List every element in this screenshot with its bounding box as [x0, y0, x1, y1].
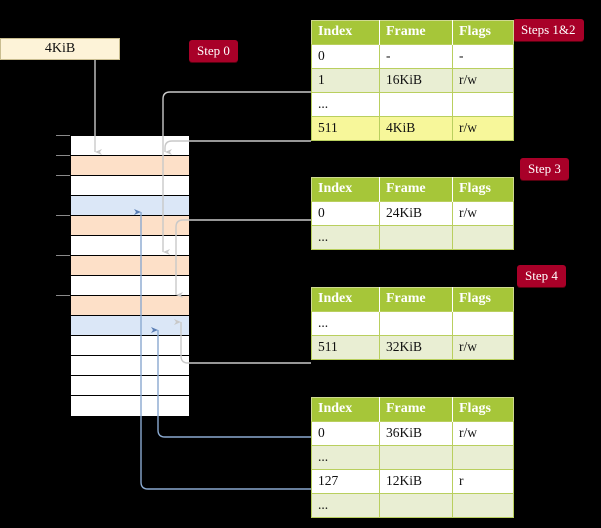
page-table-cell: r/w — [452, 201, 514, 226]
memory-frame-row — [70, 175, 190, 197]
page-table-cell: r — [452, 469, 514, 494]
page-table-cell: ... — [311, 445, 380, 470]
memory-frame-row — [70, 375, 190, 397]
page-table-cell: - — [452, 44, 514, 69]
page-table-cell — [452, 311, 514, 336]
page-table-cell: 12KiB — [379, 469, 453, 494]
page-table-cell: ... — [311, 311, 380, 336]
badge-steps-1-2-label: Steps 1&2 — [513, 19, 584, 41]
page-table-cell: 36KiB — [379, 421, 453, 446]
page-table-header-index: Index — [311, 20, 380, 45]
memory-tick-mark — [56, 295, 70, 296]
memory-frame-row — [70, 335, 190, 357]
memory-tick-mark — [56, 155, 70, 156]
memory-frame-row — [70, 395, 190, 417]
page-table-header-index: Index — [311, 177, 380, 202]
page-table-cell: 4KiB — [379, 116, 453, 141]
badge-step-0: Step 0 — [189, 40, 238, 62]
memory-frame-row — [70, 315, 190, 337]
badge-step-3: Step 3 — [520, 158, 569, 180]
page-table-row: ... — [311, 311, 514, 336]
memory-frame-row — [70, 215, 190, 237]
memory-frame-row — [70, 155, 190, 177]
page-table-row: ... — [311, 445, 514, 470]
physical-memory-column — [56, 135, 190, 417]
page-table-cell: 0 — [311, 44, 380, 69]
memory-frame-row — [70, 295, 190, 317]
page-table-cell — [379, 445, 453, 470]
page-table-header-frame: Frame — [379, 397, 453, 422]
page-table-cell — [452, 445, 514, 470]
page-table-header-flags: Flags — [452, 20, 514, 45]
page-table-row: ... — [311, 225, 514, 250]
page-table-header-flags: Flags — [452, 397, 514, 422]
memory-frame-row — [70, 355, 190, 377]
memory-tick-mark — [56, 135, 70, 136]
page-table-cell — [452, 92, 514, 117]
page-table-cell: 0 — [311, 421, 380, 446]
page-table-header-flags: Flags — [452, 177, 514, 202]
badge-steps-1-2: Steps 1&2 — [513, 19, 584, 41]
page-table-cell — [452, 493, 514, 518]
page-table-header-frame: Frame — [379, 177, 453, 202]
page-table-cell — [379, 92, 453, 117]
page-table-cell: 24KiB — [379, 201, 453, 226]
page-table-cell: r/w — [452, 335, 514, 360]
page-table-header-frame: Frame — [379, 287, 453, 312]
page-table-cell: r/w — [452, 68, 514, 93]
badge-step-4: Step 4 — [517, 265, 566, 287]
badge-step-4-label: Step 4 — [517, 265, 566, 287]
memory-frame-row — [70, 255, 190, 277]
page-table-header-frame: Frame — [379, 20, 453, 45]
page-table-cell: ... — [311, 493, 380, 518]
page-table-header-index: Index — [311, 397, 380, 422]
page-table-row: ... — [311, 92, 514, 117]
page-table-cell — [379, 311, 453, 336]
page-table-cell: 127 — [311, 469, 380, 494]
memory-tick-mark — [56, 255, 70, 256]
virtual-page-box: 4KiB — [0, 38, 120, 60]
badge-step-0-label: Step 0 — [189, 40, 238, 62]
page-table-cell — [379, 493, 453, 518]
memory-frame-row — [70, 135, 190, 157]
page-table-header-index: Index — [311, 287, 380, 312]
page-table-cell: 1 — [311, 68, 380, 93]
page-table-cell: 511 — [311, 116, 380, 141]
page-table-cell: ... — [311, 225, 380, 250]
badge-step-3-label: Step 3 — [520, 158, 569, 180]
memory-tick-mark — [56, 215, 70, 216]
memory-tick-mark — [56, 175, 70, 176]
page-table-cell — [452, 225, 514, 250]
page-table-cell — [379, 225, 453, 250]
memory-frame-row — [70, 235, 190, 257]
page-table-cell: 16KiB — [379, 68, 453, 93]
page-table-cell: r/w — [452, 116, 514, 141]
memory-frame-row — [70, 195, 190, 217]
page-table-cell: r/w — [452, 421, 514, 446]
page-table-row: ... — [311, 493, 514, 518]
page-table-cell: - — [379, 44, 453, 69]
page-table-cell: 32KiB — [379, 335, 453, 360]
virtual-page-label: 4KiB — [44, 41, 76, 56]
page-table-cell: 511 — [311, 335, 380, 360]
page-table-cell: 0 — [311, 201, 380, 226]
page-table-row: 0-- — [311, 44, 514, 69]
memory-frame-row — [70, 275, 190, 297]
page-table-cell: ... — [311, 92, 380, 117]
page-table-header-flags: Flags — [452, 287, 514, 312]
